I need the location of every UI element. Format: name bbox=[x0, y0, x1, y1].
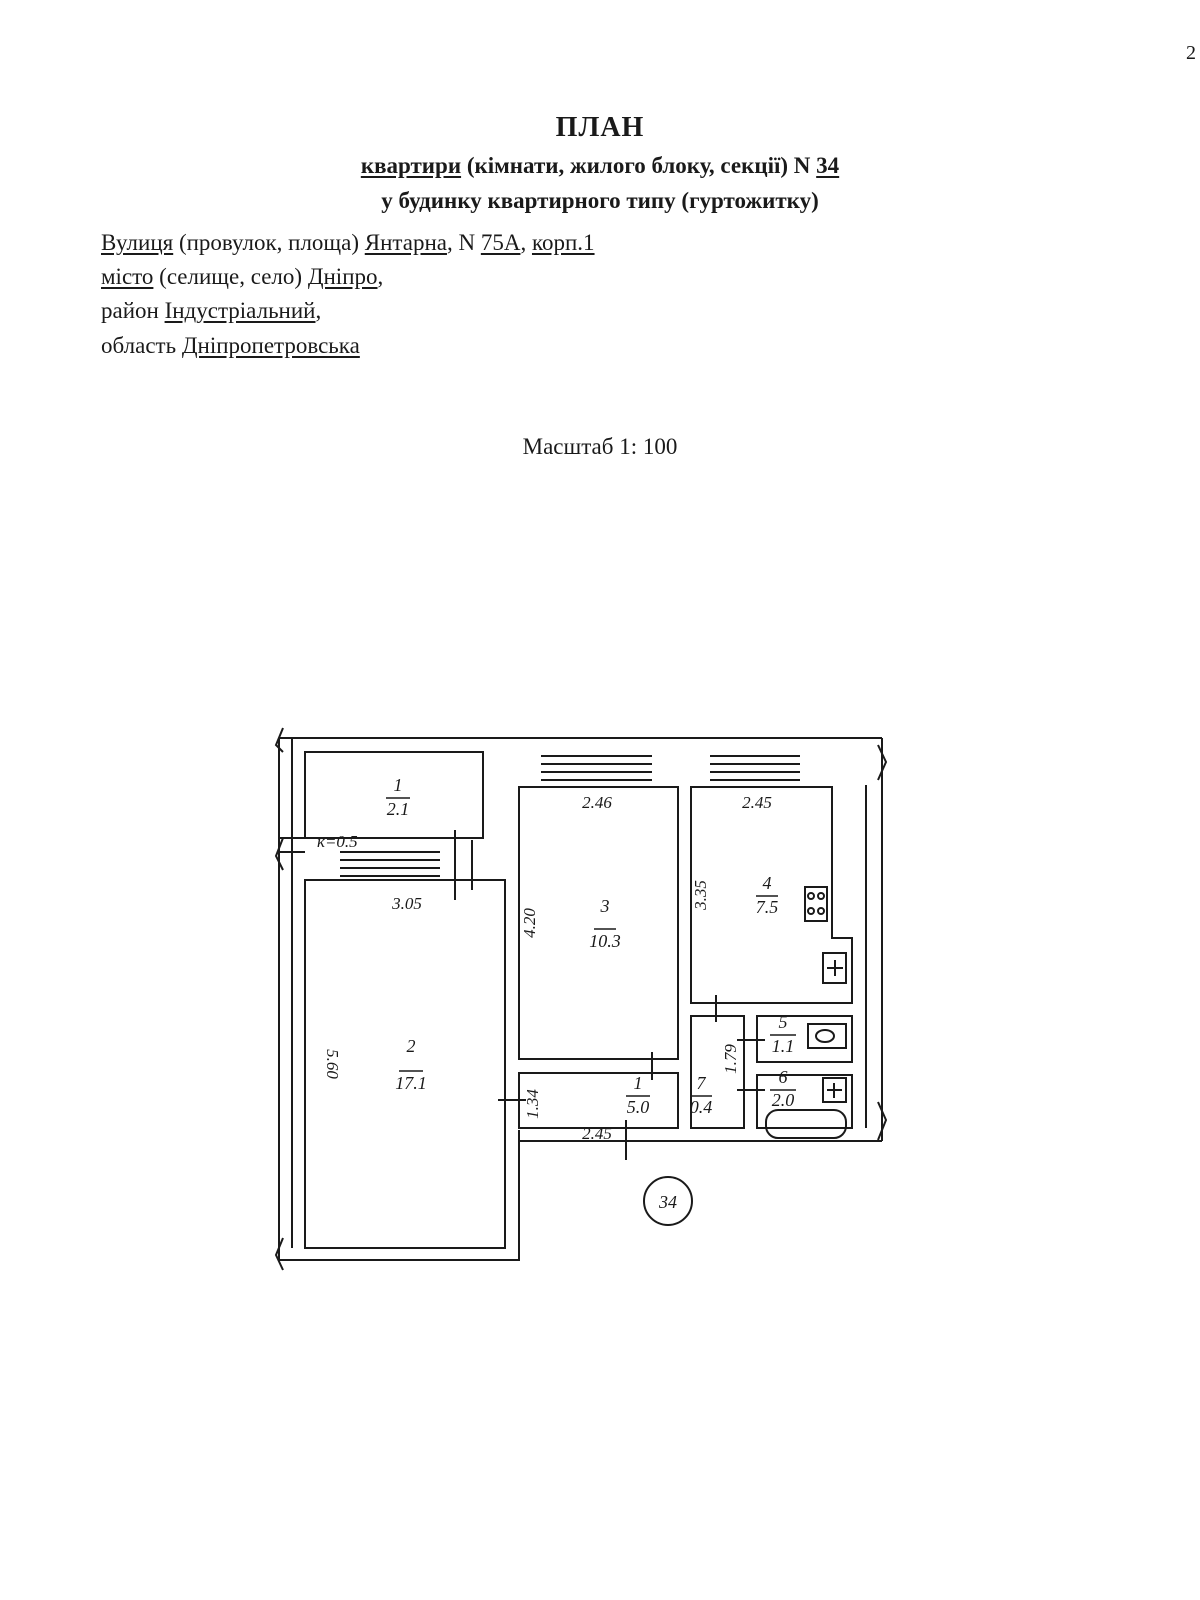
door-balcony bbox=[454, 830, 473, 900]
city-prefix: (селище, село) bbox=[153, 264, 308, 289]
building-separator: , bbox=[520, 230, 532, 255]
room3-width-dim: 2.46 bbox=[582, 793, 612, 812]
hall-number: 1 bbox=[634, 1073, 643, 1093]
city-name: Дніпро bbox=[307, 264, 378, 289]
address-city-line: місто (селище, село) Дніпро, bbox=[101, 264, 383, 290]
page-title: ПЛАН bbox=[555, 112, 645, 143]
street-prefix: (провулок, площа) bbox=[173, 230, 365, 255]
room-5-area: 1.1 bbox=[772, 1036, 795, 1056]
corridor-outline bbox=[690, 1015, 745, 1129]
district-label: район bbox=[101, 298, 165, 323]
subtitle-text: (кімнати, жилого блоку, секції) N bbox=[461, 153, 817, 178]
room-3-area: 10.3 bbox=[589, 931, 621, 951]
room-6-area: 2.0 bbox=[772, 1090, 795, 1110]
closet-area: 0.4 bbox=[690, 1097, 713, 1117]
room3-outline bbox=[518, 786, 679, 1060]
room2-length-dim: 5.60 bbox=[323, 1049, 342, 1079]
room4-width-dim: 2.45 bbox=[742, 793, 772, 812]
room-2-number: 2 bbox=[407, 1036, 416, 1056]
stove-icon bbox=[804, 886, 828, 922]
room-4-area: 7.5 bbox=[756, 897, 779, 917]
break-mark-mid-left bbox=[274, 837, 284, 871]
address-region-line: область Дніпропетровська bbox=[101, 333, 360, 359]
wall-room2-right-outer bbox=[279, 1130, 520, 1261]
building-number: корп.1 bbox=[531, 230, 595, 255]
room4-outline bbox=[690, 786, 853, 1004]
room-5-number: 5 bbox=[779, 1012, 788, 1032]
house-number: 75А bbox=[480, 230, 521, 255]
break-mark-bottom-right bbox=[877, 1101, 888, 1141]
apartment-number: 34 bbox=[816, 153, 840, 178]
closet-number: 7 bbox=[697, 1073, 707, 1093]
room5-outline bbox=[756, 1015, 853, 1063]
room-1-area: 2.1 bbox=[387, 799, 410, 819]
bath-length-dim: 1.79 bbox=[721, 1044, 740, 1074]
scale-label: Масштаб 1: 100 bbox=[522, 434, 678, 459]
city-suffix: , bbox=[377, 264, 384, 289]
region-name: Дніпропетровська bbox=[181, 333, 360, 358]
hall-width-dim: 2.45 bbox=[582, 1124, 612, 1143]
apartment-number-circle bbox=[643, 1176, 693, 1226]
window-room4 bbox=[710, 755, 800, 781]
hall-length-dim: 1.34 bbox=[523, 1089, 542, 1119]
break-mark-bottom-left bbox=[274, 1237, 284, 1271]
address-district-line: район Індустріальний, bbox=[101, 298, 321, 324]
toilet-icon bbox=[807, 1023, 847, 1049]
balcony-outline bbox=[304, 751, 484, 839]
district-suffix: , bbox=[315, 298, 322, 323]
document-subtitle-2: у будинку квартирного типу (гуртожитку) bbox=[381, 188, 819, 213]
room-3-number: 3 bbox=[600, 896, 610, 916]
room2-outline bbox=[304, 879, 506, 1249]
street-label: Вулиця bbox=[101, 230, 174, 255]
hall-outline bbox=[518, 1072, 679, 1129]
window-room3 bbox=[541, 755, 652, 781]
room-2-area: 17.1 bbox=[395, 1073, 427, 1093]
hall-area: 5.0 bbox=[627, 1097, 650, 1117]
room-6-number: 6 bbox=[779, 1067, 788, 1087]
page-number: 2 bbox=[1186, 42, 1196, 64]
document-subtitle: квартири (кімнати, жилого блоку, секції)… bbox=[0, 153, 1200, 179]
washbasin-icon bbox=[822, 1077, 847, 1103]
city-label: місто bbox=[101, 264, 154, 289]
balcony-coefficient: к=0.5 bbox=[317, 832, 358, 851]
bathtub-icon bbox=[765, 1109, 847, 1139]
district-name: Індустріальний bbox=[164, 298, 316, 323]
room-1-number: 1 bbox=[394, 775, 403, 795]
break-mark-top-left bbox=[274, 727, 284, 753]
street-name: Янтарна bbox=[364, 230, 447, 255]
region-label: область bbox=[101, 333, 182, 358]
room2-width-dim: 3.05 bbox=[391, 894, 422, 913]
subtitle-underlined-word: квартири bbox=[360, 153, 462, 178]
house-prefix: , N bbox=[446, 230, 481, 255]
apartment-number-label: 34 bbox=[658, 1192, 677, 1212]
window-balcony bbox=[340, 851, 440, 877]
break-mark-top-right bbox=[877, 744, 888, 781]
kitchen-sink-icon bbox=[822, 952, 847, 984]
address-street-line: Вулиця (провулок, площа) Янтарна, N 75А,… bbox=[101, 230, 595, 256]
room-4-number: 4 bbox=[763, 873, 772, 893]
room6-outline bbox=[756, 1074, 853, 1129]
room4-length-dim: 3.35 bbox=[691, 880, 710, 911]
room3-length-dim: 4.20 bbox=[520, 908, 539, 938]
